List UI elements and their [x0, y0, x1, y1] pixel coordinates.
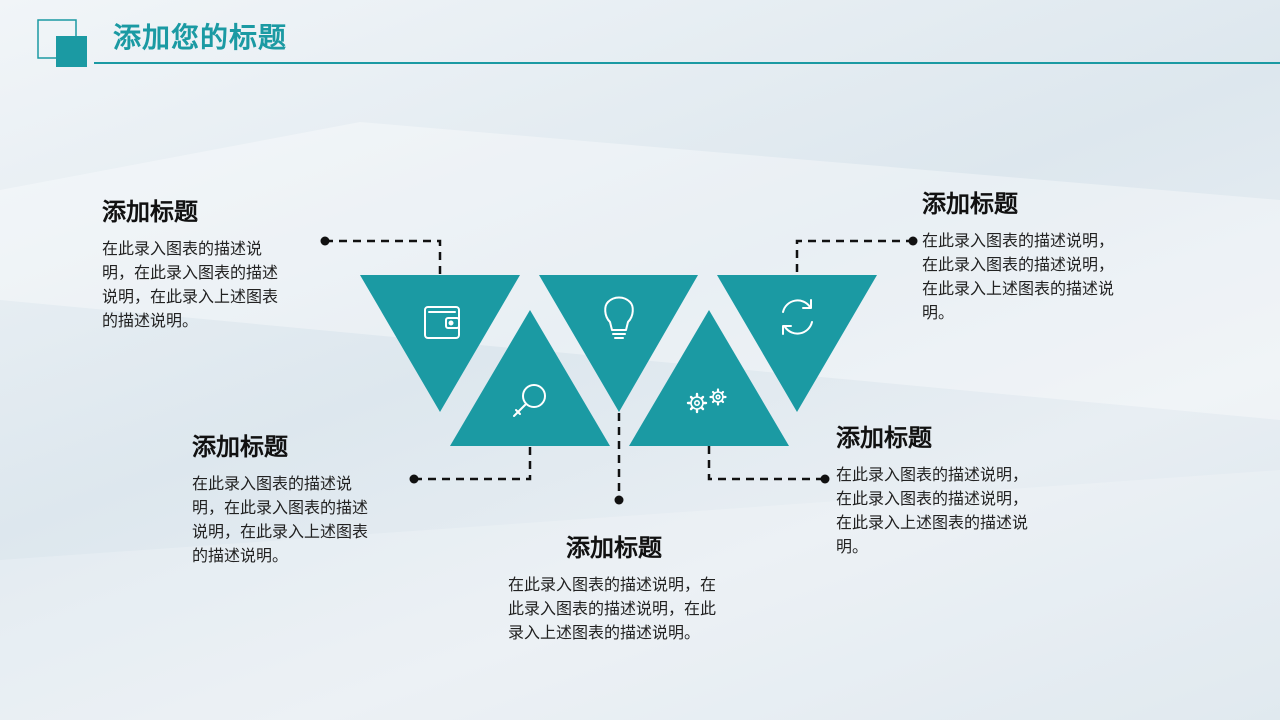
- header-divider: [94, 62, 1280, 64]
- triangle-down-2: [539, 275, 698, 412]
- block-description: 在此录入图表的描述说 明，在此录入图表的描述 说明，在此录入上述图表 的描述说明…: [102, 239, 279, 330]
- page-title: 添加您的标题: [113, 21, 288, 54]
- connector-top-left: [325, 239, 442, 275]
- connector-bottom-right: [707, 446, 825, 481]
- magnifier-icon: [513, 384, 546, 417]
- connector-dot-bottom-center: [614, 495, 624, 505]
- block-description: 在此录入图表的描述说 明，在此录入图表的描述 说明，在此录入上述图表 的描述说明…: [192, 474, 369, 565]
- connector-dot-middle-left: [409, 474, 419, 484]
- block-title: 添加标题: [102, 198, 198, 226]
- triangle-up-2: [629, 310, 789, 446]
- block-title: 添加标题: [836, 424, 932, 452]
- connector-lines: [325, 239, 913, 500]
- text-block-top-right: 添加标题 在此录入图表的描述说明， 在此录入图表的描述说明， 在此录入上述图表的…: [922, 184, 1157, 325]
- text-block-middle-left: 添加标题 在此录入图表的描述说 明，在此录入图表的描述 说明，在此录入上述图表 …: [192, 427, 412, 568]
- triangle-up-1: [450, 310, 610, 446]
- text-block-bottom-right: 添加标题 在此录入图表的描述说明， 在此录入图表的描述说明， 在此录入上述图表的…: [836, 418, 1071, 559]
- triangle-down-3: [717, 275, 877, 412]
- connector-dot-bottom-right: [820, 474, 830, 484]
- connector-dot-top-left: [320, 236, 330, 246]
- block-title: 添加标题: [192, 433, 288, 461]
- connector-middle-left: [414, 446, 532, 481]
- connector-dot-top-right: [908, 236, 918, 246]
- triangle-down-1: [360, 275, 520, 412]
- text-block-top-left: 添加标题 在此录入图表的描述说 明，在此录入图表的描述 说明，在此录入上述图表 …: [102, 192, 322, 333]
- block-description: 在此录入图表的描述说明，在 此录入图表的描述说明，在此 录入上述图表的描述说明。: [508, 575, 717, 642]
- wallet-icon: [424, 306, 460, 339]
- header-logo: [37, 19, 87, 67]
- lightbulb-icon: [604, 296, 634, 339]
- text-block-bottom-center: 添加标题 在此录入图表的描述说明，在 此录入图表的描述说明，在此 录入上述图表的…: [508, 528, 758, 645]
- block-title: 添加标题: [566, 534, 662, 562]
- block-description: 在此录入图表的描述说明， 在此录入图表的描述说明， 在此录入上述图表的描述说 明…: [836, 465, 1029, 556]
- block-description: 在此录入图表的描述说明， 在此录入图表的描述说明， 在此录入上述图表的描述说 明…: [922, 231, 1115, 322]
- block-title: 添加标题: [922, 190, 1018, 218]
- connector-top-right: [795, 239, 913, 272]
- refresh-icon: [782, 299, 813, 335]
- gears-icon: [686, 388, 727, 414]
